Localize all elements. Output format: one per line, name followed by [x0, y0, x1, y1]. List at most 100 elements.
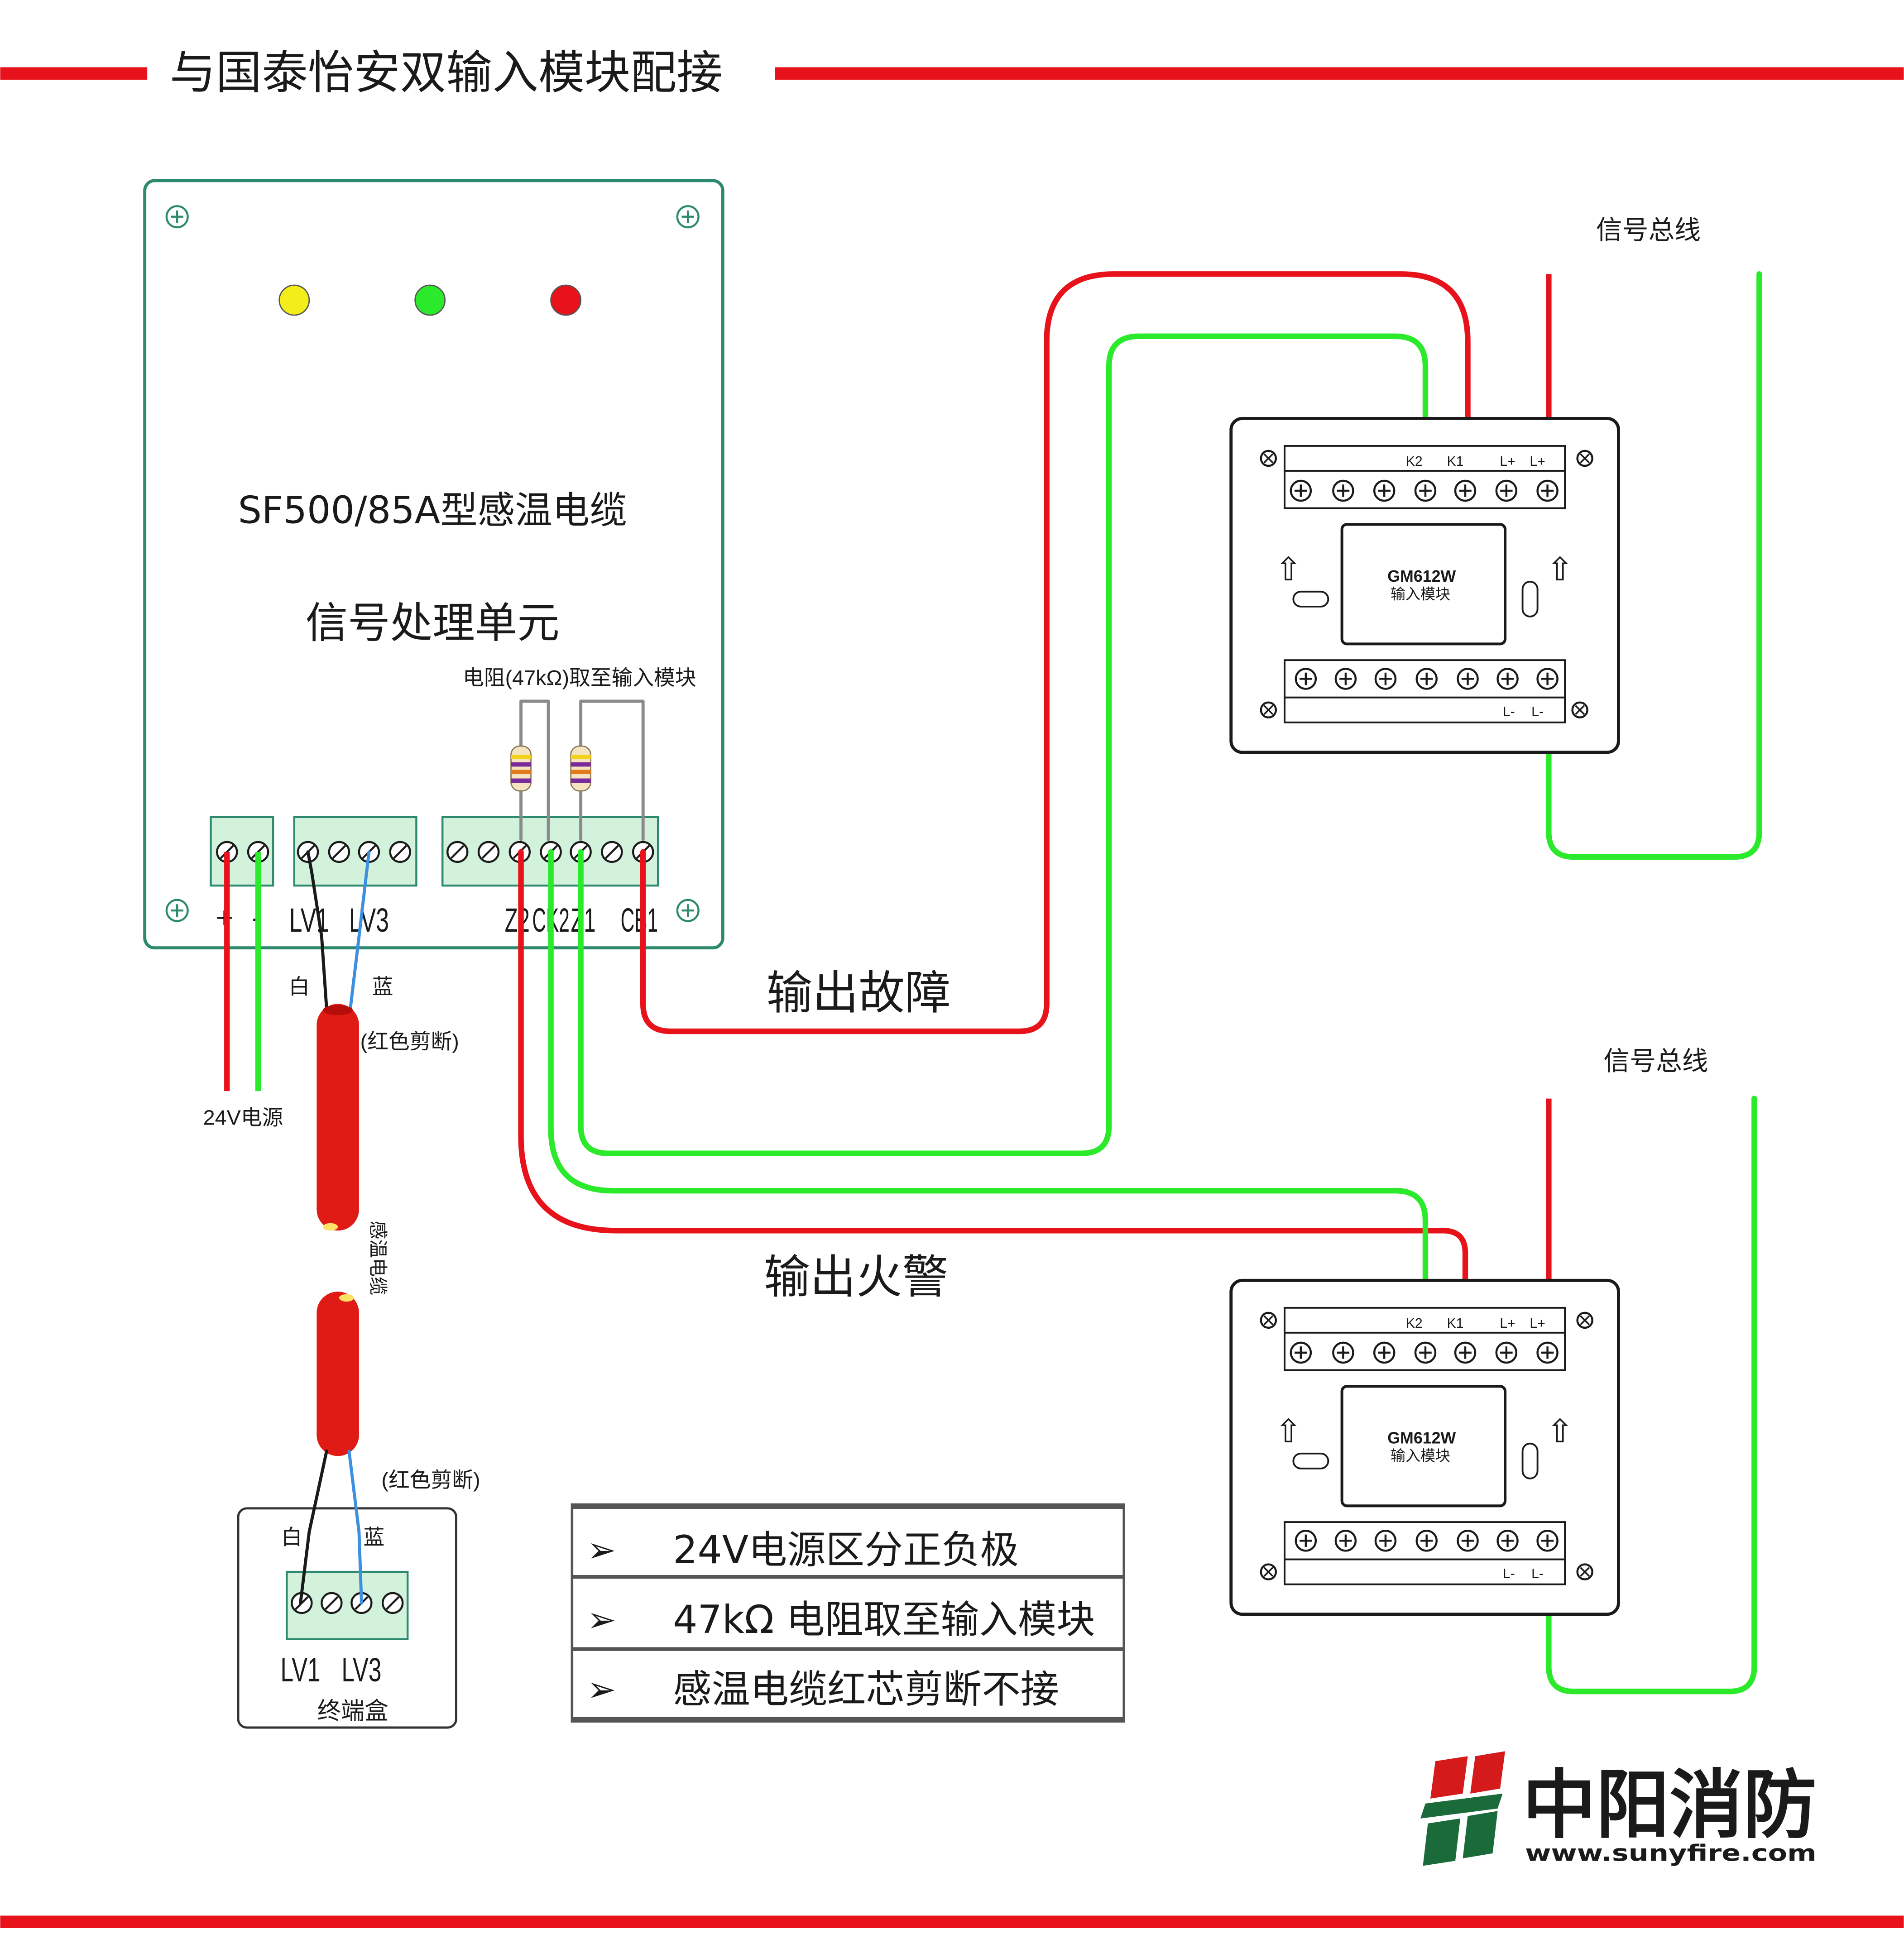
module-1-label-lplus: L+	[1530, 454, 1545, 469]
fire-red-wire	[518, 849, 1468, 1357]
module-1-label-lminus: L-	[1531, 704, 1544, 719]
bullet-arrow-icon: ➢	[587, 1530, 616, 1570]
processor-subtitle: 信号处理单元	[306, 599, 560, 648]
mounting-screw-icon	[1261, 1313, 1276, 1328]
fire-output-wiring: 输出火警	[518, 849, 1468, 1357]
terminal-screw-icon	[1458, 1531, 1478, 1551]
module-1-top-label-strip	[1284, 445, 1566, 472]
terminal-screw-icon	[1538, 1531, 1558, 1551]
header-bar-right	[775, 67, 1904, 80]
terminal-label-cb1: CB1	[621, 901, 658, 939]
terminal-screw-icon	[1376, 669, 1396, 689]
mounting-screw-icon	[1573, 703, 1587, 718]
terminal-box: (红色剪断) 白 蓝 LV1 LV3 终端盒	[237, 1449, 480, 1729]
signal-processor-unit: SF500/85A型感温电缆 信号处理单元 电阻(47kΩ)取至输入模块	[143, 179, 724, 950]
power-input: 24V电源	[203, 852, 283, 1129]
terminal-screw-icon	[1538, 481, 1558, 501]
input-module-1: 信号总线 K2 K1 L+ L+ ⇧ ⇧ GM612W 输入模块	[1229, 215, 1762, 860]
power-label: 24V电源	[203, 1106, 283, 1129]
brand-logo-icon	[1420, 1751, 1506, 1866]
terminal-screw-icon	[1374, 481, 1394, 501]
module-1-label-k1: K1	[1447, 454, 1464, 469]
note-item: 47kΩ 电阻取至输入模块	[673, 1598, 1095, 1642]
terminal-screw-icon	[1458, 669, 1478, 689]
module-2-name: 输入模块	[1391, 1447, 1450, 1464]
cable-core-end	[339, 1294, 354, 1302]
module-2-label-k1: K1	[1447, 1316, 1464, 1331]
terminal-screw-icon	[1538, 1343, 1558, 1363]
module-1-model: GM612W	[1387, 567, 1456, 585]
module-2-bottom-label-strip	[1284, 1558, 1566, 1585]
terminal-label-z2: Z2	[505, 901, 530, 939]
input-module-2: 信号总线 K2 K1 L+ L+ ⇧ ⇧ GM612W 输入模块	[1229, 1045, 1757, 1695]
resistors	[510, 699, 645, 841]
note-item: 感温电缆红芯剪断不接	[673, 1667, 1059, 1712]
terminal-screw-icon	[1455, 481, 1475, 501]
module-1-slot	[1521, 580, 1539, 617]
mounting-screw-icon	[1578, 1313, 1592, 1328]
terminal-screw-icon	[1417, 669, 1437, 689]
cable-core-end	[323, 1223, 338, 1231]
terminal-screw-icon	[1455, 1343, 1475, 1363]
cable-name: 感温电缆	[367, 1221, 388, 1295]
heat-sensing-cable: 白 蓝 (红色剪断) 感温电缆	[288, 850, 459, 1456]
terminal-box-cut-note: (红色剪断)	[381, 1468, 480, 1492]
bus-negative-wire	[1546, 1096, 1757, 1695]
module-1-bus-label: 信号总线	[1596, 215, 1701, 245]
module-2-label-k2: K2	[1406, 1316, 1423, 1331]
terminal-box-label-lv3: LV3	[341, 1651, 381, 1689]
header: 与国泰怡安双输入模块配接	[0, 46, 1904, 100]
green-led-icon	[414, 284, 446, 316]
red-led-icon	[550, 284, 581, 316]
module-2-top-label-strip	[1284, 1307, 1566, 1334]
terminal-box-white-wire	[299, 1449, 328, 1605]
module-2-label-plate	[1340, 1385, 1507, 1508]
module-1-slot	[1292, 590, 1329, 608]
terminal-screw-icon	[1296, 669, 1316, 689]
terminal-screw-icon	[1336, 669, 1356, 689]
terminal-screw-icon	[479, 842, 499, 862]
terminal-screw-icon	[1291, 1343, 1311, 1363]
corner-screw-icon	[677, 206, 699, 227]
header-bar-left	[0, 67, 148, 80]
terminal-box-blue-label: 蓝	[364, 1526, 385, 1550]
terminal-screw-icon	[1336, 1531, 1356, 1551]
terminal-screw-icon	[1333, 1343, 1353, 1363]
terminal-screw-icon	[329, 842, 349, 862]
terminal-screw-icon	[383, 1593, 403, 1613]
fault-output-wiring: 输出故障	[578, 271, 1471, 1156]
terminal-screw-icon	[1333, 481, 1353, 501]
resistor-note: 电阻(47kΩ)取至输入模块	[463, 666, 696, 689]
blue-core-wire	[349, 850, 371, 1010]
terminal-screw-icon	[447, 842, 467, 862]
terminal-screw-icon	[321, 1593, 341, 1613]
module-1-label-plate	[1340, 523, 1507, 646]
fire-output-label: 输出火警	[764, 1251, 948, 1304]
fault-output-label: 输出故障	[767, 967, 951, 1020]
white-core-wire	[306, 850, 328, 1010]
bullet-arrow-icon: ➢	[587, 1599, 616, 1640]
cable-end	[323, 1005, 353, 1015]
corner-screw-icon	[167, 900, 188, 921]
arrow-up-icon: ⇧	[1546, 1412, 1573, 1450]
terminal-label-lv1: LV1	[289, 901, 329, 939]
module-1-label-lplus: L+	[1500, 454, 1516, 469]
module-1-label-lminus: L-	[1503, 704, 1515, 719]
terminal-screw-icon	[390, 842, 410, 862]
module-2-slot	[1521, 1442, 1539, 1479]
processor-title: SF500/85A型感温电缆	[238, 489, 627, 532]
module-2-label-lminus: L-	[1503, 1566, 1515, 1581]
terminal-screw-icon	[1374, 1343, 1394, 1363]
module-2-label-lminus: L-	[1531, 1566, 1544, 1581]
resistor-47k-icon	[570, 745, 592, 792]
cable-segment-lower	[317, 1292, 359, 1456]
terminal-screw-icon	[1296, 1531, 1316, 1551]
module-2-bus-label: 信号总线	[1603, 1045, 1708, 1076]
module-1-label-k2: K2	[1406, 454, 1423, 469]
notes-table: ➢ 24V电源区分正负极 ➢ 47kΩ 电阻取至输入模块 ➢ 感温电缆红芯剪断不…	[571, 1503, 1125, 1723]
module-2-label-lplus: L+	[1530, 1316, 1545, 1331]
arrow-up-icon: ⇧	[1546, 550, 1573, 588]
footer-bar	[0, 1915, 1904, 1928]
corner-screw-icon	[167, 206, 188, 227]
